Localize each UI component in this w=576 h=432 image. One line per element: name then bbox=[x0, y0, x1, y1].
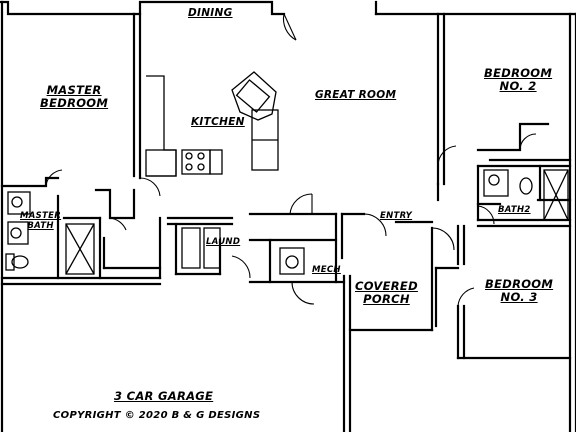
room-label-bedroom-3: BEDROOM NO. 3 bbox=[485, 277, 554, 305]
room-label-garage: 3 CAR GARAGE bbox=[114, 389, 214, 403]
room-label-master-bath-line2: BATH bbox=[27, 220, 54, 231]
room-label-bath-2: BATH2 bbox=[498, 205, 531, 215]
room-label-great-room: GREAT ROOM bbox=[315, 89, 397, 101]
room-label-master-bedroom: MASTER BEDROOM bbox=[40, 83, 109, 111]
room-label-master-bedroom-line2: BEDROOM bbox=[40, 96, 109, 111]
room-label-dining: DINING bbox=[188, 7, 233, 19]
room-label-laundry: LAUND bbox=[206, 237, 241, 247]
bath-fixtures bbox=[5, 169, 569, 275]
room-label-master-bedroom-line1: MASTER bbox=[46, 83, 102, 97]
room-label-covered-porch: COVERED PORCH bbox=[355, 279, 418, 307]
room-label-bedroom-2: BEDROOM NO. 2 bbox=[484, 66, 553, 94]
room-label-kitchen: KITCHEN bbox=[191, 116, 245, 128]
room-label-entry: ENTRY bbox=[380, 211, 413, 221]
room-label-covered-porch-line1: COVERED bbox=[355, 279, 418, 293]
room-label-mech: MECH bbox=[312, 265, 341, 275]
room-label-bedroom-2-line2: NO. 2 bbox=[499, 79, 537, 94]
room-label-master-bath: MASTER BATH bbox=[20, 211, 62, 232]
room-label-bedroom-3-line2: NO. 3 bbox=[500, 290, 538, 305]
door-swings bbox=[45, 13, 537, 307]
kitchen-cabinets bbox=[145, 71, 279, 177]
room-label-bedroom-2-line1: BEDROOM bbox=[484, 66, 553, 80]
room-label-covered-porch-line2: PORCH bbox=[363, 292, 410, 307]
room-label-master-bath-line1: MASTER bbox=[20, 211, 62, 221]
copyright-notice: COPYRIGHT © 2020 B & G DESIGNS bbox=[53, 410, 261, 421]
room-label-bedroom-3-line1: BEDROOM bbox=[485, 277, 554, 291]
